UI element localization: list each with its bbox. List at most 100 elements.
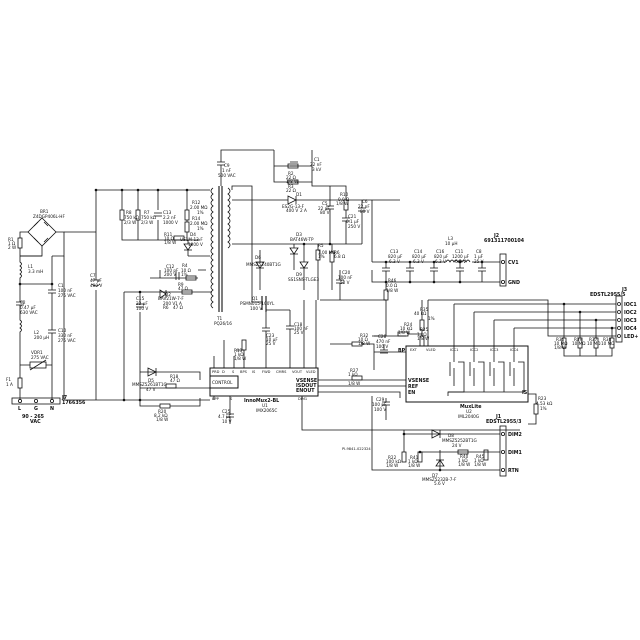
r37-label: R37	[589, 337, 598, 342]
d9-part: SS1SNS-TLGE3	[288, 277, 319, 282]
r41-value: 1 kΩ	[408, 459, 418, 464]
resistor-r32	[351, 341, 363, 347]
d1-wires	[232, 196, 400, 204]
r1-power: 2 W	[8, 245, 16, 250]
c11b-label: C11	[455, 249, 464, 254]
r35-value: 40 kΩ	[414, 311, 427, 316]
resistor-r22	[401, 451, 407, 463]
d4-part: US1M-13-F	[180, 237, 203, 242]
c14-label: C14	[414, 249, 423, 254]
u2-support: R32 10 Ω 1/8 W C28 470 nF 100 V R24 10 k…	[330, 300, 435, 420]
u1-block: CONTROL PRD D S BPS IS FWD CMRS VOUT VLE…	[209, 300, 520, 431]
r14-label: R14	[192, 216, 201, 221]
u2-fet-1	[447, 346, 465, 396]
resistor-r20	[159, 403, 171, 409]
r3-value: 22 Ω	[286, 188, 297, 193]
r35-tol: 1%	[428, 316, 435, 321]
c28-label: C28	[378, 334, 387, 339]
resistor-r3	[287, 179, 299, 185]
u2-is-wires	[528, 393, 537, 425]
r24-label: R24	[404, 322, 413, 327]
r27-power: 1/8 W	[348, 381, 360, 386]
u2-top-wires	[427, 300, 515, 346]
c15-label: C15	[136, 296, 145, 301]
vdr1-label: VDR1	[31, 350, 43, 355]
c15-value: 22 μF	[136, 301, 148, 306]
r23-value: 4.53 kΩ	[536, 401, 553, 406]
r10-value: 0.0 Ω	[338, 197, 350, 202]
c14-value: 820 μF	[412, 254, 427, 259]
br1-label: BR1	[40, 209, 49, 214]
resistor-r8	[119, 209, 125, 221]
c5-label: C5	[322, 201, 328, 206]
l2-label: L2	[34, 330, 39, 335]
u2-pin-en: EN	[408, 390, 415, 396]
d7-voltage: 5.6 V	[434, 481, 445, 486]
r39-label: R39	[574, 337, 583, 342]
u1-pin-vout: VOUT	[292, 370, 303, 374]
u1-label: U1	[262, 403, 268, 408]
r2-label: R2	[288, 171, 294, 176]
u2-pin-vsense: VSENSE	[408, 378, 429, 384]
r46-label: R46	[388, 278, 397, 283]
c12-value: 100 pF	[164, 268, 179, 273]
input-stage: BR1 Z4DGP406L-HF R1 1 Ω 2 W L1 3.3 mH C1…	[6, 209, 86, 425]
capacitor-c23	[262, 318, 270, 368]
d6-label: D6	[255, 255, 261, 260]
gnd-label: GND	[508, 280, 520, 286]
c11b-value: 1200 μF	[452, 254, 470, 259]
c1-value: 22 nF	[310, 162, 322, 167]
c2-label: C2	[20, 300, 26, 305]
capacitor-c21	[342, 210, 350, 244]
transformer-t1: T1 PQ26/16 C9 1 nF 500 VAC	[210, 149, 274, 326]
j7-pin-l	[17, 398, 22, 403]
capacitor-c12	[175, 272, 180, 280]
r20-value: 8.2 kΩ	[154, 413, 168, 418]
r27-label: R27	[350, 368, 359, 373]
j1-part: EDSTL2955/3	[486, 419, 521, 425]
d3-part: BAT46W-TP	[290, 237, 314, 242]
j3-pin-ioc4	[617, 326, 621, 330]
r12-tol: 1%	[197, 210, 204, 215]
c20-label: C20	[342, 270, 351, 275]
d5-part: MMSZ5261BT1G	[132, 382, 167, 387]
c23-value: 10 μF	[266, 337, 278, 342]
diode-d3	[289, 247, 299, 255]
c13b-label: C13	[390, 249, 399, 254]
r6-top-value: 47 Ω	[173, 305, 184, 310]
f1-label: F1	[6, 377, 11, 382]
u2-block: EXT VLED ICC1 ICC2 ICC3 ICC4 BP VSENSE R…	[398, 300, 553, 425]
u2-pin-ref: REF	[408, 384, 418, 390]
u1-pin-vled: VLED	[306, 370, 316, 374]
c11-value: 100 nF	[58, 288, 73, 293]
c10-label: C10	[58, 328, 67, 333]
capacitor-c29	[382, 398, 390, 420]
capacitor-c18	[286, 310, 294, 368]
r8-label: R8	[126, 210, 132, 215]
c25-label: C25	[222, 409, 231, 414]
output-rectifier: C1 22 nF 3 kV R2 22 Ω 1/8 W R3 22 Ω D1 E…	[232, 150, 400, 245]
terminal-l: L	[18, 406, 21, 412]
c13b-value: 820 μF	[388, 254, 403, 259]
wire-br1-r1	[19, 231, 43, 257]
c7-label: C7	[90, 273, 96, 278]
br1-part: Z4DGP406L-HF	[33, 214, 65, 219]
resistor-r7	[135, 209, 141, 221]
d8-voltage: 24 V	[452, 443, 462, 448]
capacitor-c15	[136, 303, 144, 308]
j3-pin-led-plus	[617, 334, 621, 338]
cv-output: C13 820 μF 6.3 V C14 820 μF 6.3 V L3 10 …	[320, 200, 525, 337]
f1-value: 1 A	[6, 382, 13, 387]
u1-pin-vsense: VSENSE	[296, 378, 317, 384]
connector-j3	[615, 295, 623, 343]
r41-power: 1/8 W	[408, 463, 420, 468]
r12-value: 2.00 MΩ	[190, 205, 208, 210]
u1-top-wires	[213, 300, 317, 368]
u1-pin-cmrs: CMRS	[276, 370, 287, 374]
r4-label: R4	[182, 263, 188, 268]
capacitor-c5	[326, 186, 334, 244]
c23-label: C23	[266, 333, 275, 338]
c28-voltage: 100 V	[376, 344, 388, 349]
d9-label: D9	[296, 272, 302, 277]
u1-pin-enout: ENOUT	[296, 388, 315, 394]
